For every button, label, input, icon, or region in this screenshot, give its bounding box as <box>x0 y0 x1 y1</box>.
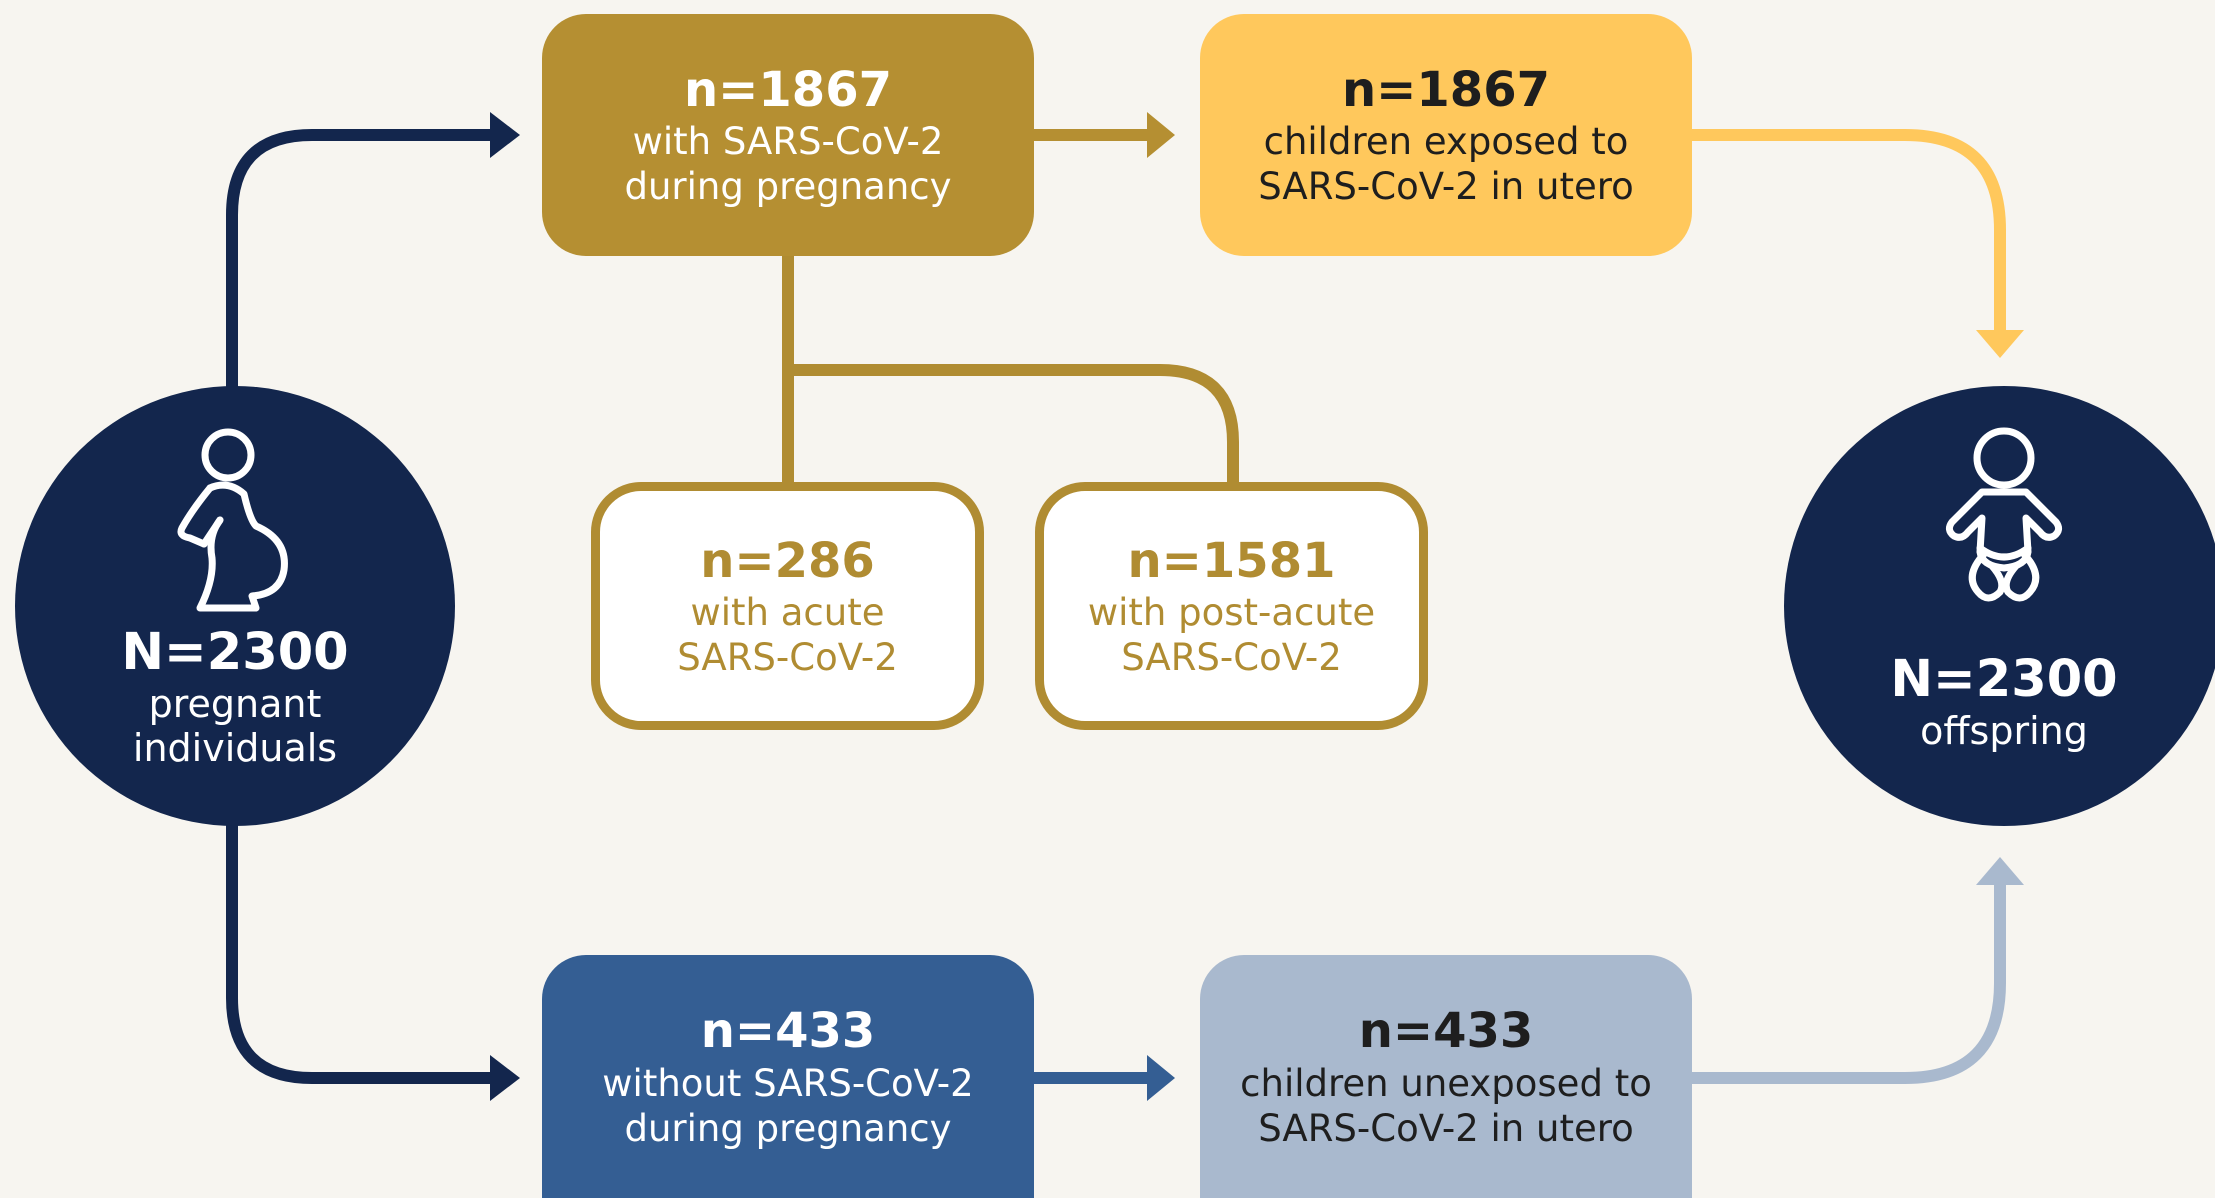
arrowhead-exposed-to-offspring <box>1976 330 2024 358</box>
arrowhead-pregnant-to-infected <box>490 112 520 158</box>
postacute-label-line2: SARS-CoV-2 <box>1121 636 1342 680</box>
offspring-label: offspring <box>1920 709 2088 753</box>
branch-infected-to-postacute <box>788 364 1239 482</box>
baby-icon <box>1945 427 2063 602</box>
postacute-label-line1: with post-acute <box>1087 591 1376 635</box>
acute-count: n=286 <box>700 532 875 589</box>
offspring-count: N=2300 <box>1890 650 2118 709</box>
arrowhead-unexposed-to-offspring <box>1976 857 2024 885</box>
without-infection-box: n=433 without SARS-CoV-2 during pregnanc… <box>542 955 1034 1198</box>
arrow-pregnant-to-uninfected <box>226 822 500 1084</box>
pregnant-count: N=2300 <box>121 623 349 682</box>
infected-during-pregnancy-box: n=1867 with SARS-CoV-2 during pregnancy <box>542 14 1034 256</box>
uninfected-count: n=433 <box>700 1003 876 1060</box>
unexposed-label-line1: children unexposed to <box>1240 1061 1652 1105</box>
uninfected-label-line1: without SARS-CoV-2 <box>602 1061 974 1105</box>
arrowhead-infected-to-exposed <box>1147 112 1175 158</box>
exposed-label-line1: children exposed to <box>1263 120 1629 164</box>
exposed-label-line2: SARS-CoV-2 in utero <box>1258 165 1634 209</box>
exposed-count: n=1867 <box>1342 61 1550 118</box>
post-acute-infection-box: n=1581 with post-acute SARS-CoV-2 <box>1035 482 1428 730</box>
acute-label-line2: SARS-CoV-2 <box>677 636 898 680</box>
pregnant-label-line1: pregnant <box>148 682 322 726</box>
infected-count: n=1867 <box>684 61 892 118</box>
uninfected-label-line2: during pregnancy <box>624 1106 952 1150</box>
acute-label-line1: with acute <box>690 591 885 635</box>
pregnant-person-icon <box>177 428 288 612</box>
arrow-exposed-to-offspring <box>1692 129 2006 330</box>
postacute-count: n=1581 <box>1127 532 1336 589</box>
infected-label-line1: with SARS-CoV-2 <box>632 120 944 164</box>
unexposed-label-line2: SARS-CoV-2 in utero <box>1258 1106 1634 1150</box>
acute-infection-box: n=286 with acute SARS-CoV-2 <box>591 482 984 730</box>
unexposed-count: n=433 <box>1358 1003 1534 1060</box>
offspring-node: N=2300 offspring <box>1784 386 2215 826</box>
children-exposed-box: n=1867 children exposed to SARS-CoV-2 in… <box>1200 14 1692 256</box>
pregnant-label-line2: individuals <box>132 726 338 770</box>
pregnant-individuals-node: N=2300 pregnant individuals <box>15 386 455 826</box>
children-unexposed-box: n=433 children unexposed to SARS-CoV-2 i… <box>1200 955 1692 1198</box>
arrowhead-uninfected-to-unexposed <box>1147 1055 1175 1101</box>
infected-label-line2: during pregnancy <box>624 165 952 209</box>
arrowhead-pregnant-to-uninfected <box>490 1055 520 1101</box>
arrow-pregnant-to-infected <box>226 129 500 390</box>
arrow-unexposed-to-offspring <box>1692 885 2006 1084</box>
